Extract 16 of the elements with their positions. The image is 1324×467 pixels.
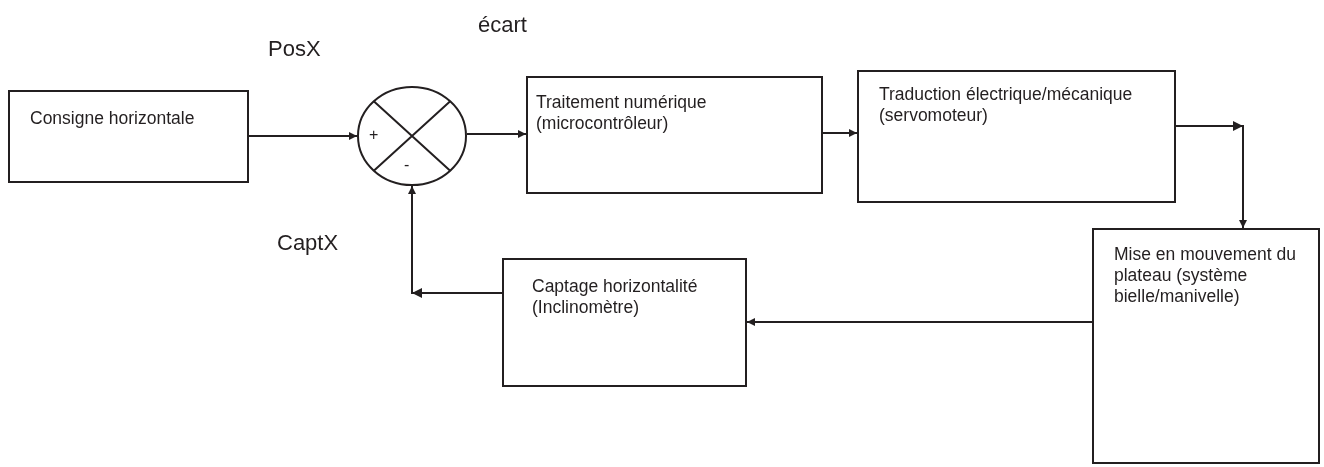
- signal-label: écart: [478, 12, 527, 38]
- process-box: [857, 70, 1176, 203]
- process-box: [526, 76, 823, 194]
- summing-junction: [357, 86, 467, 186]
- sign-label: +: [369, 125, 379, 145]
- box-label: Captage horizontalité (Inclinomètre): [532, 276, 699, 318]
- process-box: [1092, 228, 1320, 464]
- box-label: Traduction électrique/mécanique (servomoteur): [879, 84, 1134, 126]
- box-label: Mise en mouvement du plateau (système bielle/manivelle): [1114, 244, 1297, 307]
- signal-label: CaptX: [277, 230, 339, 256]
- process-box: [502, 258, 747, 387]
- sign-label: -: [404, 155, 410, 175]
- signal-label: PosX: [268, 36, 321, 62]
- box-label: Consigne horizontale: [30, 108, 196, 129]
- box-label: Traitement numérique (microcontrôleur): [536, 92, 708, 134]
- process-box: [8, 90, 249, 183]
